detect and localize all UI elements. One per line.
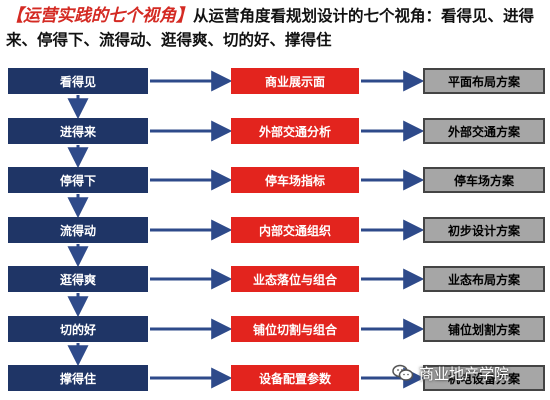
perspective-box: 进得来 xyxy=(8,118,148,144)
plan-box: 停车场方案 xyxy=(423,167,545,193)
plan-box: 初步设计方案 xyxy=(423,217,545,243)
plan-box: 平面布局方案 xyxy=(423,68,545,94)
wechat-icon xyxy=(392,364,414,381)
watermark-text: 商业地产学院 xyxy=(419,364,510,383)
plan-box: 机电设备方案 xyxy=(423,365,545,391)
plan-box: 铺位划割方案 xyxy=(423,316,545,342)
plan-box: 业态布局方案 xyxy=(423,266,545,292)
factor-box: 外部交通分析 xyxy=(231,118,359,144)
perspective-box: 流得动 xyxy=(8,217,148,243)
plan-box: 外部交通方案 xyxy=(423,118,545,144)
factor-box: 停车场指标 xyxy=(231,167,359,193)
factor-box: 内部交通组织 xyxy=(231,217,359,243)
perspective-box: 停得下 xyxy=(8,167,148,193)
factor-box: 设备配置参数 xyxy=(231,365,359,391)
factor-box: 铺位切割与组合 xyxy=(231,316,359,342)
factor-box: 业态落位与组合 xyxy=(231,266,359,292)
perspective-box: 撑得住 xyxy=(8,365,148,391)
perspective-box: 看得见 xyxy=(8,68,148,94)
header: 【运营实践的七个视角】从运营角度看规划设计的七个视角：看得见、进得来、停得下、流… xyxy=(6,4,546,52)
perspective-box: 逛得爽 xyxy=(8,266,148,292)
perspective-box: 切的好 xyxy=(8,316,148,342)
factor-box: 商业展示面 xyxy=(231,68,359,94)
title: 【运营实践的七个视角】 xyxy=(6,6,193,26)
subtitle: 从运营角度看规划设计的七个视角：看得见、进得来、停得下、流得动、逛得爽、切的好、… xyxy=(6,7,535,49)
watermark: 商业地产学院 xyxy=(392,360,509,386)
